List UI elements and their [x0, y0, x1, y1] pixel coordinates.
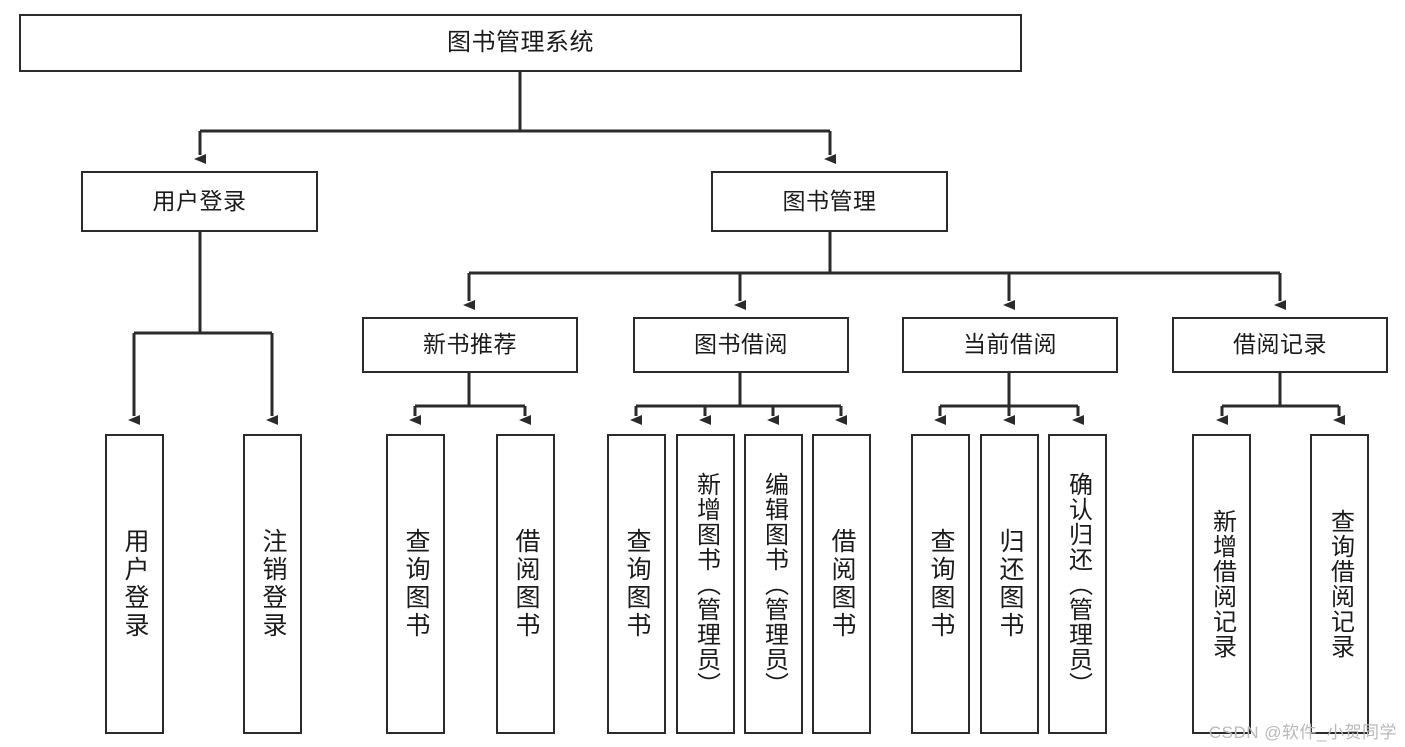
node-label: 新增图书（管理员） — [692, 471, 720, 697]
node-label: 注销登录 — [259, 528, 287, 640]
leaf-book-borrow-edit-book-admin[interactable]: 编辑图书（管理员） — [744, 434, 803, 734]
node-label: 借阅记录 — [1233, 331, 1327, 358]
leaf-user-login-login[interactable]: 用户登录 — [105, 434, 164, 734]
leaf-borrow-record-query-record[interactable]: 查询借阅记录 — [1310, 434, 1369, 734]
leaf-borrow-record-add-record[interactable]: 新增借阅记录 — [1192, 434, 1251, 734]
node-label: 查询图书 — [927, 528, 955, 640]
node-label: 查询借阅记录 — [1326, 509, 1354, 659]
node-label: 当前借阅 — [963, 331, 1057, 358]
node-user-login[interactable]: 用户登录 — [81, 171, 318, 232]
leaf-book-borrow-query-book[interactable]: 查询图书 — [607, 434, 666, 734]
node-label: 图书管理系统 — [447, 28, 594, 56]
node-label: 确认归还（管理员） — [1064, 471, 1092, 697]
node-label: 用户登录 — [152, 187, 247, 214]
node-label: 图书借阅 — [694, 331, 788, 358]
node-book-management-system[interactable]: 图书管理系统 — [19, 14, 1022, 72]
node-label: 编辑图书（管理员） — [760, 471, 788, 697]
node-label: 查询图书 — [623, 528, 651, 640]
leaf-current-borrow-return-book[interactable]: 归还图书 — [980, 434, 1039, 734]
node-book-borrow[interactable]: 图书借阅 — [633, 317, 849, 373]
leaf-new-book-borrow-book[interactable]: 借阅图书 — [496, 434, 555, 734]
node-label: 图书管理 — [782, 187, 877, 214]
node-borrow-record[interactable]: 借阅记录 — [1172, 317, 1388, 373]
node-label: 新书推荐 — [423, 331, 517, 358]
node-label: 借阅图书 — [828, 528, 856, 640]
node-book-management[interactable]: 图书管理 — [711, 171, 948, 232]
leaf-current-borrow-confirm-return-admin[interactable]: 确认归还（管理员） — [1048, 434, 1107, 734]
node-label: 归还图书 — [996, 528, 1024, 640]
node-label: 查询图书 — [402, 528, 430, 640]
node-current-borrow[interactable]: 当前借阅 — [902, 317, 1118, 373]
node-label: 新增借阅记录 — [1208, 509, 1236, 659]
node-label: 用户登录 — [121, 528, 149, 640]
node-label: 借阅图书 — [512, 528, 540, 640]
leaf-book-borrow-add-book-admin[interactable]: 新增图书（管理员） — [676, 434, 735, 734]
leaf-current-borrow-query-book[interactable]: 查询图书 — [911, 434, 970, 734]
leaf-book-borrow-borrow-book[interactable]: 借阅图书 — [812, 434, 871, 734]
leaf-new-book-query-book[interactable]: 查询图书 — [386, 434, 445, 734]
node-new-book-recommend[interactable]: 新书推荐 — [362, 317, 578, 373]
leaf-user-login-logout[interactable]: 注销登录 — [243, 434, 302, 734]
watermark-text: CSDN @软件_小贺同学 — [1208, 723, 1397, 742]
